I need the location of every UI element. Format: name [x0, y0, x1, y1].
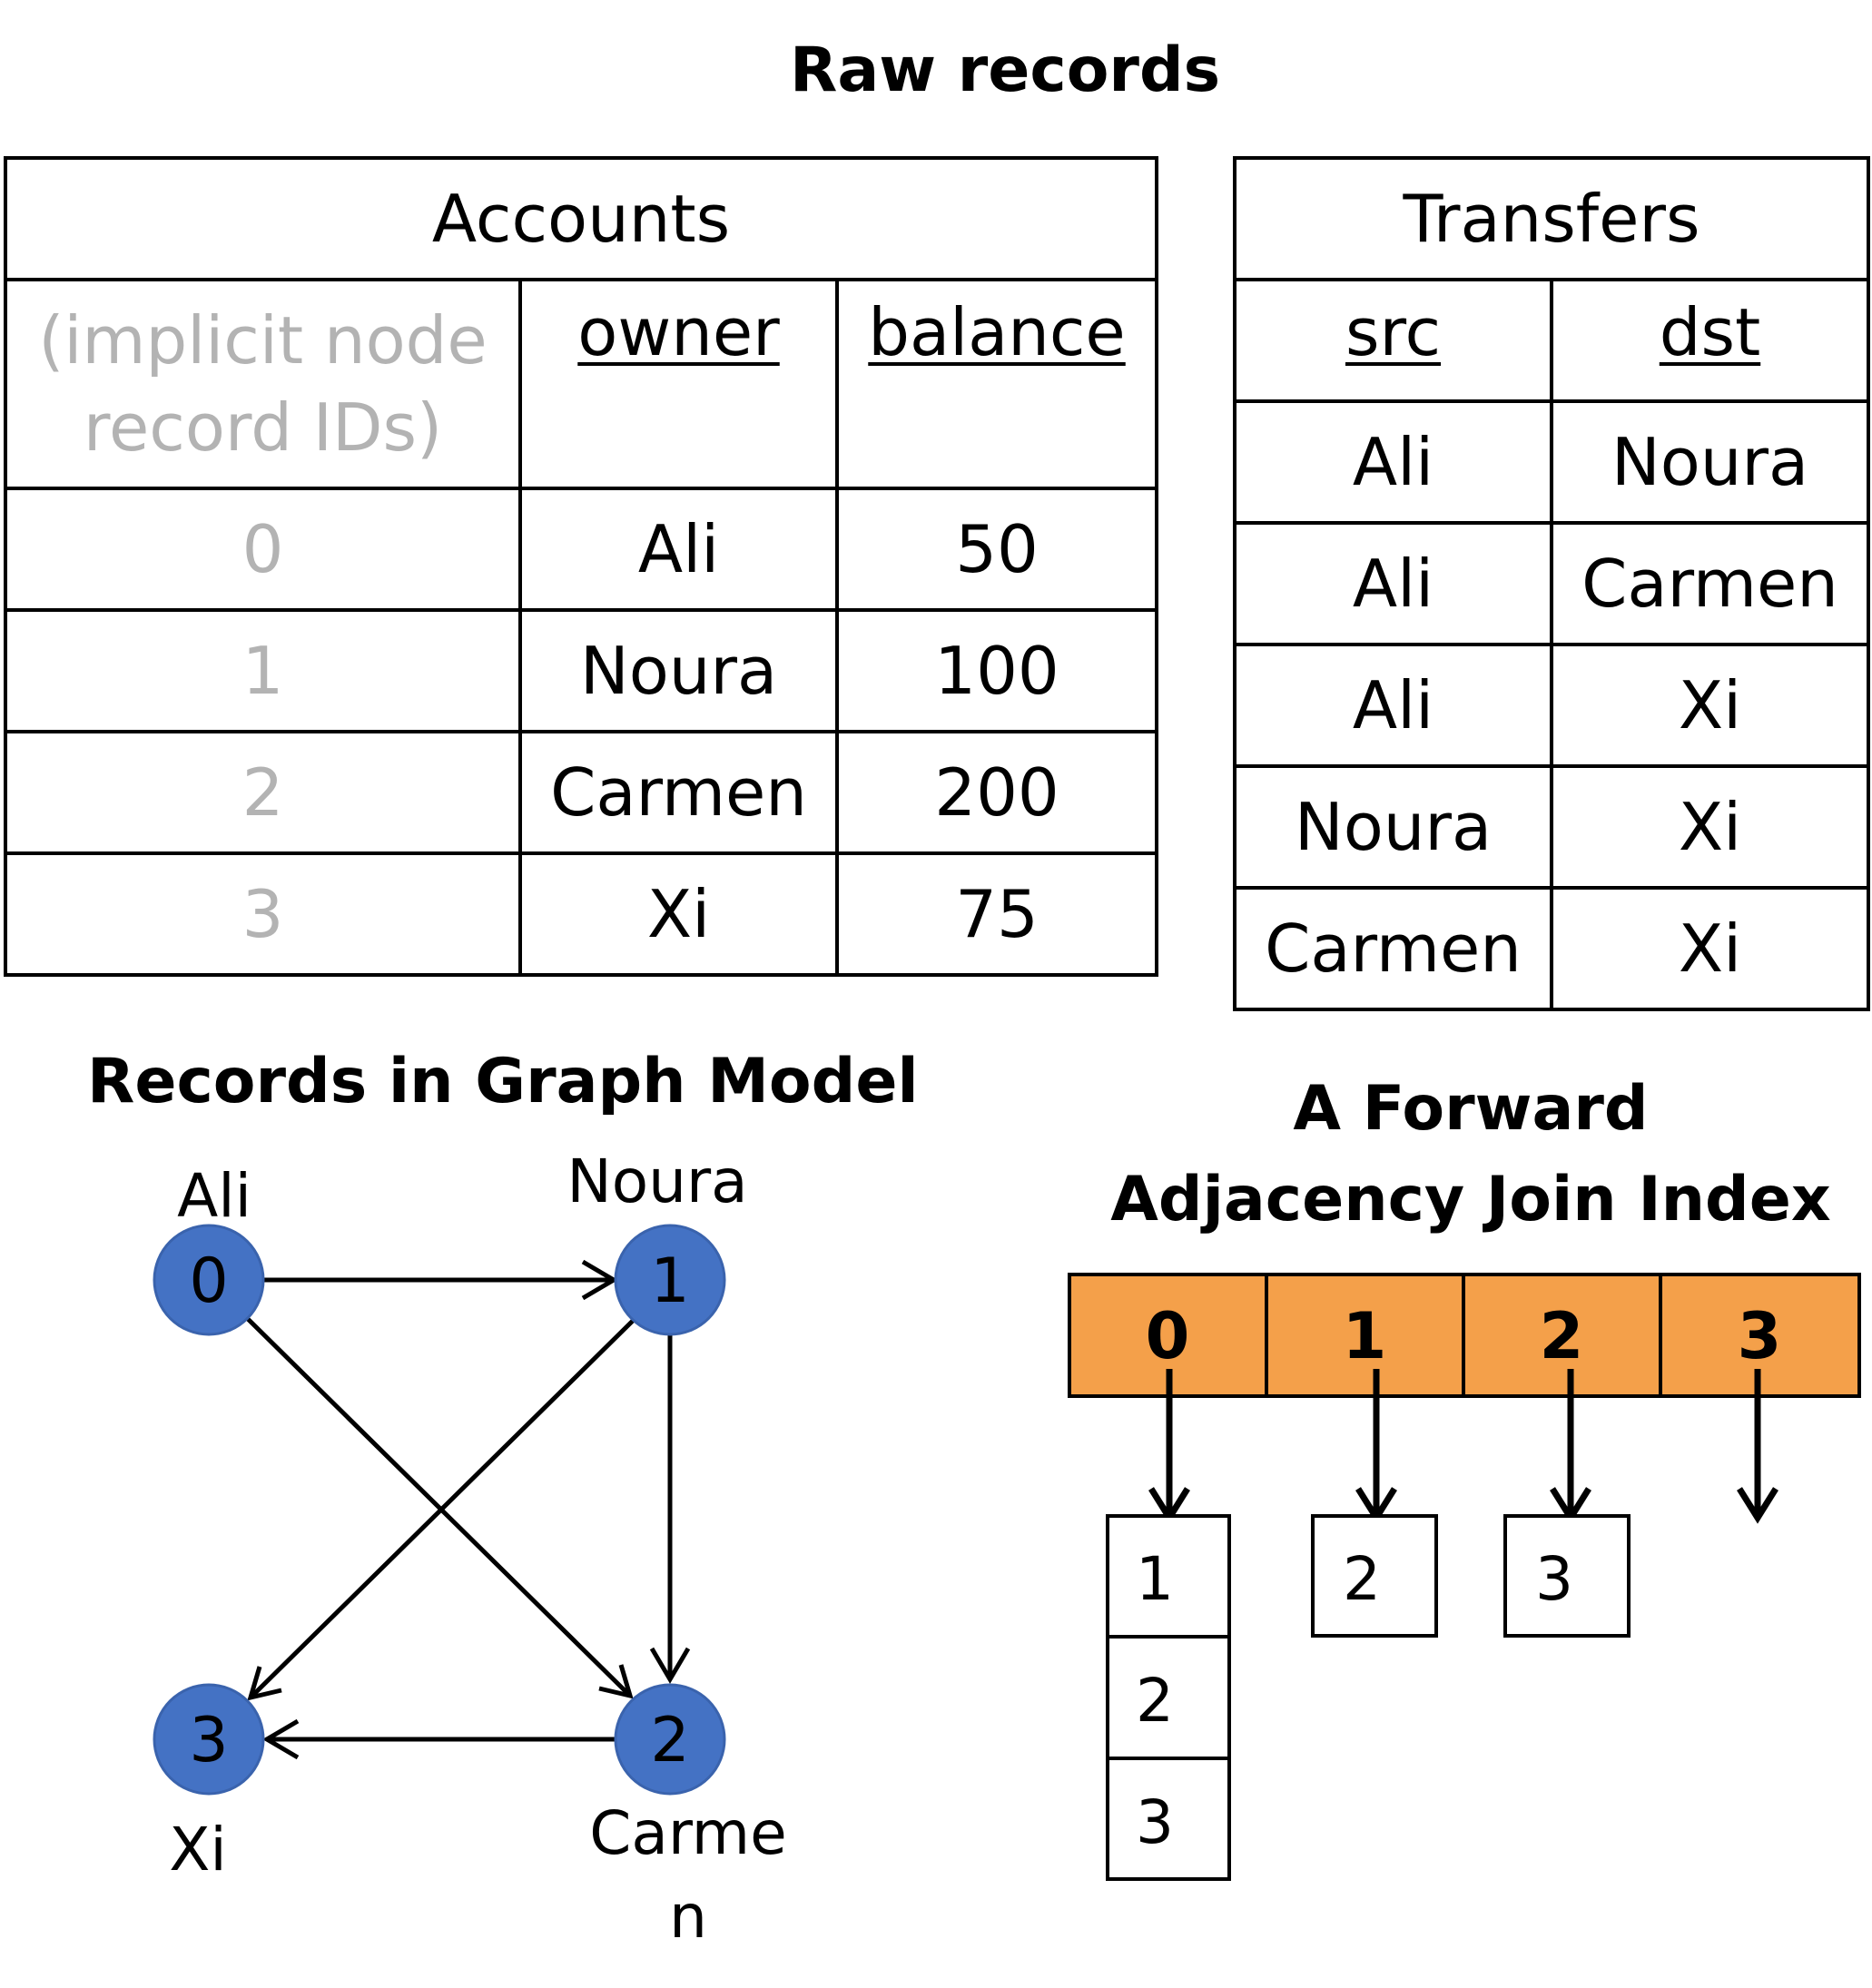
accounts-table: Accounts (implicit node record IDs) owne… [3, 156, 1159, 977]
record-id: 0 [4, 487, 522, 612]
owner-cell: Xi [518, 851, 839, 977]
dst-cell: Xi [1550, 643, 1870, 768]
table-row: 1 Noura 100 [4, 608, 1159, 733]
adjacency-list-0: 1 2 3 [1106, 1514, 1231, 1881]
balance-cell: 50 [834, 487, 1159, 612]
node-label-ali: Ali [177, 1161, 251, 1231]
balance-cell: 100 [834, 608, 1159, 733]
list-item: 3 [1535, 1544, 1573, 1614]
table-row: 3 Xi 75 [4, 851, 1159, 977]
list-item: 1 [1136, 1544, 1174, 1614]
index-cell-2: 2 [1540, 1299, 1584, 1373]
src-cell: Ali [1233, 643, 1553, 768]
adjacency-list-2: 3 [1503, 1514, 1631, 1638]
transfers-title: Transfers [1233, 156, 1870, 281]
graph-model-title: Records in Graph Model [87, 1046, 919, 1117]
table-row: Carmen Xi [1233, 886, 1870, 1011]
record-id: 1 [4, 608, 522, 733]
graph-node-0: 0 [153, 1224, 265, 1336]
edge-0-2-arrowhead [598, 1664, 634, 1699]
index-title-line1: A Forward [1293, 1073, 1649, 1145]
graph-node-3: 3 [153, 1683, 265, 1796]
owner-cell: Ali [518, 487, 839, 612]
table-row: 2 Carmen 200 [4, 730, 1159, 855]
edge-1-2-arrowhead [649, 1647, 691, 1684]
graph-edges [243, 1259, 691, 1760]
edge-0-1-arrowhead [581, 1259, 618, 1301]
balance-cell: 200 [834, 730, 1159, 855]
node-id: 3 [189, 1705, 228, 1776]
node-label-carmen-line2: n [669, 1882, 707, 1952]
node-label-xi: Xi [169, 1815, 227, 1885]
index-cell-1: 1 [1343, 1299, 1387, 1373]
table-row: 0 Ali 50 [4, 487, 1159, 612]
dst-column-header: dst [1550, 278, 1870, 403]
src-cell: Ali [1233, 521, 1553, 646]
table-row: Noura Xi [1233, 764, 1870, 890]
dst-cell: Carmen [1550, 521, 1870, 646]
edge-1-3 [249, 1316, 637, 1699]
list-item: 2 [1136, 1666, 1174, 1736]
record-id: 3 [4, 851, 522, 977]
src-cell: Ali [1233, 399, 1553, 525]
index-array: 0 1 2 3 [1068, 1273, 1861, 1398]
src-cell: Carmen [1233, 886, 1553, 1011]
index-cell-0: 0 [1146, 1299, 1190, 1373]
table-row: Ali Carmen [1233, 521, 1870, 646]
edge-0-2 [243, 1314, 632, 1698]
node-id: 1 [650, 1245, 689, 1317]
owner-cell: Noura [518, 608, 839, 733]
owner-cell: Carmen [518, 730, 839, 855]
adjacency-list-1: 2 [1311, 1514, 1438, 1638]
balance-cell: 75 [834, 851, 1159, 977]
dst-cell: Xi [1550, 886, 1870, 1011]
index-cell-3: 3 [1738, 1299, 1782, 1373]
src-cell: Noura [1233, 764, 1553, 890]
transfers-table: Transfers src dst Ali Noura Ali Carmen A… [1233, 156, 1870, 1011]
balance-column-header: balance [834, 278, 1159, 490]
table-row: Ali Noura [1233, 399, 1870, 525]
record-id: 2 [4, 730, 522, 855]
node-label-noura: Noura [567, 1147, 747, 1216]
list-item: 3 [1136, 1787, 1174, 1857]
list-item: 2 [1343, 1544, 1381, 1614]
dst-cell: Xi [1550, 764, 1870, 890]
edge-1-3-arrowhead [247, 1666, 282, 1701]
index-title: A Forward Adjacency Join Index [1080, 1064, 1861, 1245]
node-label-carmen-line1: Carme [589, 1798, 786, 1868]
accounts-title: Accounts [3, 156, 1159, 281]
implicit-id-header: (implicit node record IDs) [4, 278, 522, 490]
src-column-header: src [1233, 278, 1553, 403]
node-id: 2 [650, 1705, 689, 1776]
dst-cell: Noura [1550, 399, 1870, 525]
graph-node-2: 2 [614, 1683, 726, 1796]
raw-records-title: Raw records [790, 34, 1221, 106]
owner-column-header: owner [518, 278, 839, 490]
edge-2-3-arrowhead [262, 1718, 300, 1760]
table-row: Ali Xi [1233, 643, 1870, 768]
node-id: 0 [189, 1245, 228, 1317]
index-title-line2: Adjacency Join Index [1110, 1164, 1831, 1235]
graph-node-1: 1 [614, 1224, 726, 1336]
